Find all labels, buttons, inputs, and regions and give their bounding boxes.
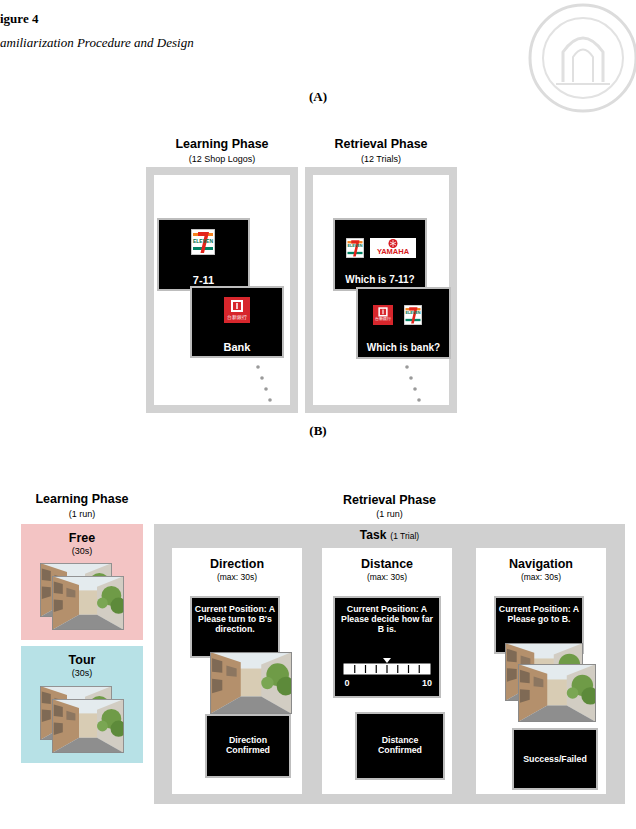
logo-7-11 [404, 305, 422, 325]
phase-box: Learning Phase(12 Shop Logos)7-11Bank [146, 167, 298, 413]
logo-text: ELEVEN [404, 312, 422, 316]
logo-7-11 [404, 305, 422, 325]
card-text: 7-11 [159, 274, 248, 287]
phase-subheading: (1 run) [154, 509, 625, 519]
figure-caption: amiliarization Procedure and Design [0, 36, 194, 49]
logo-text: 台新銀行 [224, 315, 250, 320]
condition-title: Tour [21, 653, 143, 667]
watermark-seal [526, 2, 636, 114]
card-text: Bank [192, 341, 282, 354]
phase-heading: Retrieval Phase [313, 137, 449, 151]
screen-card: Success/Failed [512, 728, 598, 790]
logo-bank [373, 305, 393, 325]
task-title: Distance [322, 557, 452, 571]
logo-bank [224, 297, 250, 323]
phase-subheading: (12 Trials) [313, 154, 449, 164]
phase-subheading: (12 Shop Logos) [154, 154, 290, 164]
phase-heading: Learning Phase [22, 493, 142, 506]
panel-label: (B) [268, 424, 368, 437]
ellipsis-dots [250, 360, 280, 408]
logo-text: YAMAHA [370, 248, 416, 256]
phase-heading: Retrieval Phase [154, 493, 625, 507]
condition-duration: (30s) [21, 668, 143, 678]
logo-7-11 [346, 238, 364, 258]
logo-7-11 [346, 238, 364, 258]
logo-yamaha [370, 238, 416, 258]
panel-label: (A) [268, 90, 368, 103]
card-text: Direction Confirmed [207, 735, 289, 755]
screen-card: Current Position: A Please turn to B's d… [190, 596, 280, 658]
condition-duration: (30s) [21, 546, 143, 556]
figure-title: igure 4 [0, 12, 38, 25]
screen-card: Which is bank? [356, 287, 451, 359]
card-text: Current Position: A Please decide how fa… [335, 604, 439, 634]
street-image [52, 699, 124, 753]
condition-title: Free [21, 531, 143, 545]
distance-scale [343, 656, 431, 676]
street-image [518, 664, 596, 722]
task-count: (1 Trial) [390, 532, 419, 542]
phase-heading: Learning Phase [154, 137, 290, 151]
ellipsis-dots [399, 360, 429, 408]
street-image [518, 664, 596, 722]
task-title: Direction [172, 557, 302, 571]
logo-text: ELEVEN [346, 245, 364, 249]
logo-text: ELEVEN [191, 239, 215, 244]
screen-card: Direction Confirmed [205, 714, 291, 778]
street-image [52, 699, 124, 753]
phase-subheading: (1 run) [22, 510, 142, 519]
screen-card: Distance Confirmed [355, 712, 445, 780]
screen-card: Current Position: A Please decide how fa… [333, 596, 441, 698]
card-text: Current Position: A Please turn to B's d… [192, 604, 278, 634]
card-text: Distance Confirmed [357, 735, 443, 755]
task-title: Navigation [476, 557, 606, 571]
card-text: Current Position: A Please go to B. [496, 604, 582, 624]
street-image [52, 576, 124, 630]
task-duration: (max: 30s) [476, 573, 606, 583]
task-header: Task [360, 529, 386, 543]
task-duration: (max: 30s) [322, 573, 452, 583]
card-text: Success/Failed [514, 754, 596, 764]
street-image [210, 652, 292, 714]
card-text: Which is bank? [358, 342, 449, 354]
street-image [210, 652, 292, 714]
scale-number: 10 [417, 678, 437, 688]
street-image [52, 576, 124, 630]
scale-number: 0 [341, 678, 353, 688]
task-duration: (max: 30s) [172, 573, 302, 583]
logo-text: 台新銀行 [373, 317, 393, 321]
logo-7-11 [191, 229, 215, 255]
logo-bank [373, 305, 393, 325]
header-row: Task (1 Trial) [154, 529, 625, 543]
card-text: Which is 7-11? [335, 274, 425, 286]
phase-box: Retrieval Phase(12 Trials)Which is 7-11?… [305, 167, 457, 413]
